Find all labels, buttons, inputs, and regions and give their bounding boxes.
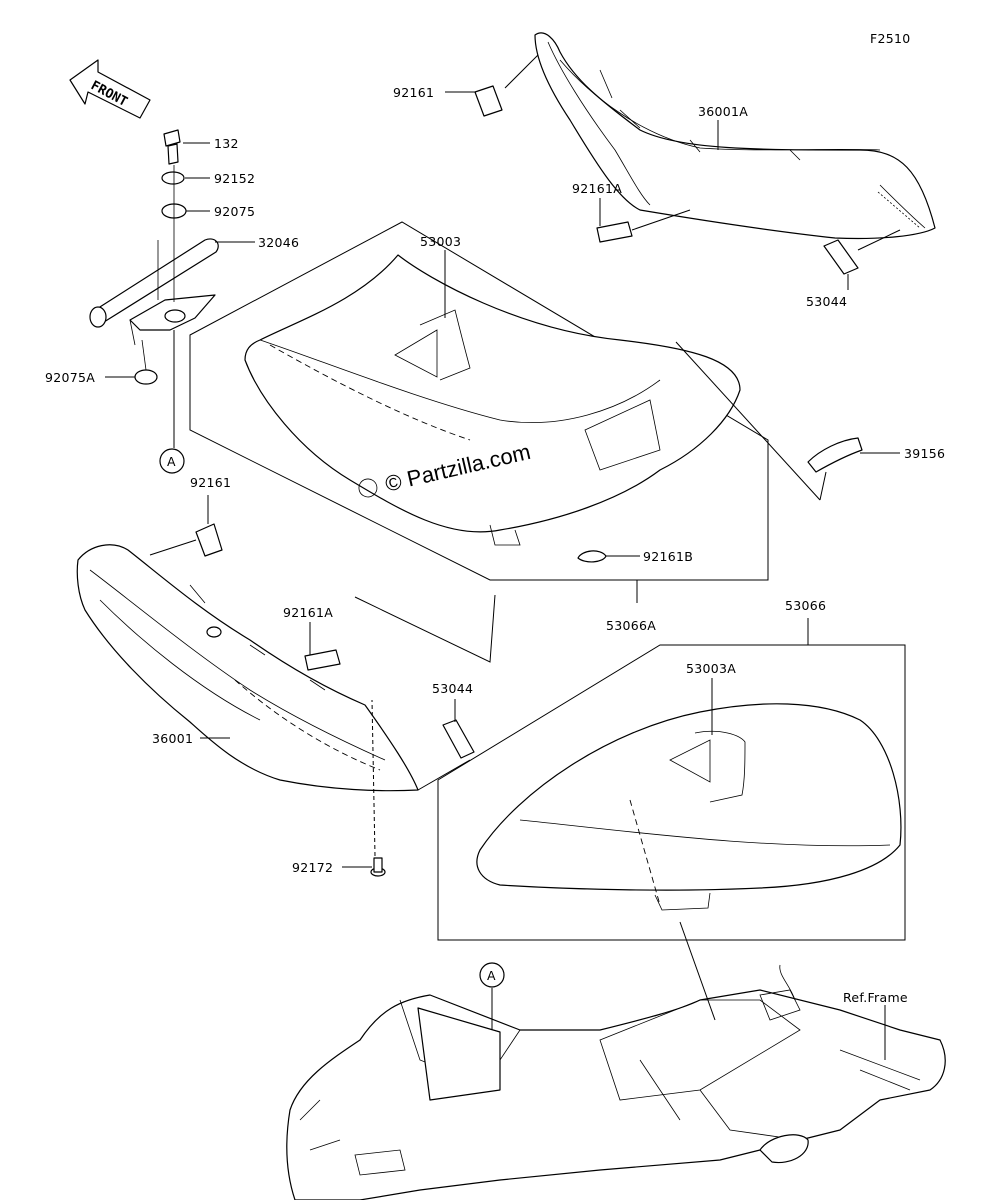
label-132: 132 xyxy=(214,136,239,151)
collar-92152 xyxy=(161,171,185,185)
box-53066 xyxy=(437,644,906,941)
ref-circle-a-upper-label: A xyxy=(167,454,176,469)
label-92161B: 92161B xyxy=(643,549,693,564)
bracket-32046 xyxy=(89,238,219,346)
ref-circle-a-lower-label: A xyxy=(487,968,496,983)
strip-39156 xyxy=(807,437,863,473)
screw-92172 xyxy=(370,857,386,877)
label-92172: 92172 xyxy=(292,860,333,875)
label-53066A: 53066A xyxy=(606,618,656,633)
figure-code: F2510 xyxy=(870,31,911,46)
box-53066A xyxy=(189,221,769,581)
front-arrow-icon: FRONT xyxy=(69,59,151,119)
label-92152: 92152 xyxy=(214,171,255,186)
rear-seat-53003A xyxy=(476,703,902,911)
label-92161-left: 92161 xyxy=(190,475,231,490)
pad-92161A-top xyxy=(596,221,633,243)
leader-lines xyxy=(105,54,901,1030)
frame xyxy=(286,964,946,1200)
pad-92161-top xyxy=(474,85,503,117)
label-36001A: 36001A xyxy=(698,104,748,119)
label-92161A-top: 92161A xyxy=(572,181,622,196)
label-32046: 32046 xyxy=(258,235,299,250)
callout-labels: 92161 36001A 92161A 53044 132 92152 9207… xyxy=(45,85,945,1005)
pad-92161-left xyxy=(195,523,223,557)
label-92161-top: 92161 xyxy=(393,85,434,100)
front-seat-53003 xyxy=(244,254,741,546)
ref-circle-a-lower xyxy=(479,962,505,988)
damper-53044-top xyxy=(823,239,859,275)
label-92075: 92075 xyxy=(214,204,255,219)
bolt-132 xyxy=(163,129,181,165)
label-53003A: 53003A xyxy=(686,661,736,676)
side-cover-right xyxy=(534,32,936,240)
label-53003: 53003 xyxy=(420,234,461,249)
label-39156: 39156 xyxy=(904,446,945,461)
label-53066: 53066 xyxy=(785,598,826,613)
label-53044-mid: 53044 xyxy=(432,681,473,696)
label-ref-frame: Ref.Frame xyxy=(843,990,908,1005)
ref-circle-a-upper xyxy=(159,448,185,474)
pad-92161A-left xyxy=(304,649,341,671)
pad-92161B xyxy=(577,550,607,563)
label-92161A-left: 92161A xyxy=(283,605,333,620)
label-53044-top: 53044 xyxy=(806,294,847,309)
label-92075A: 92075A xyxy=(45,370,95,385)
side-cover-left xyxy=(76,544,419,792)
label-36001: 36001 xyxy=(152,731,193,746)
damper-53044-mid xyxy=(442,719,475,759)
grommet-92075A xyxy=(134,369,158,385)
